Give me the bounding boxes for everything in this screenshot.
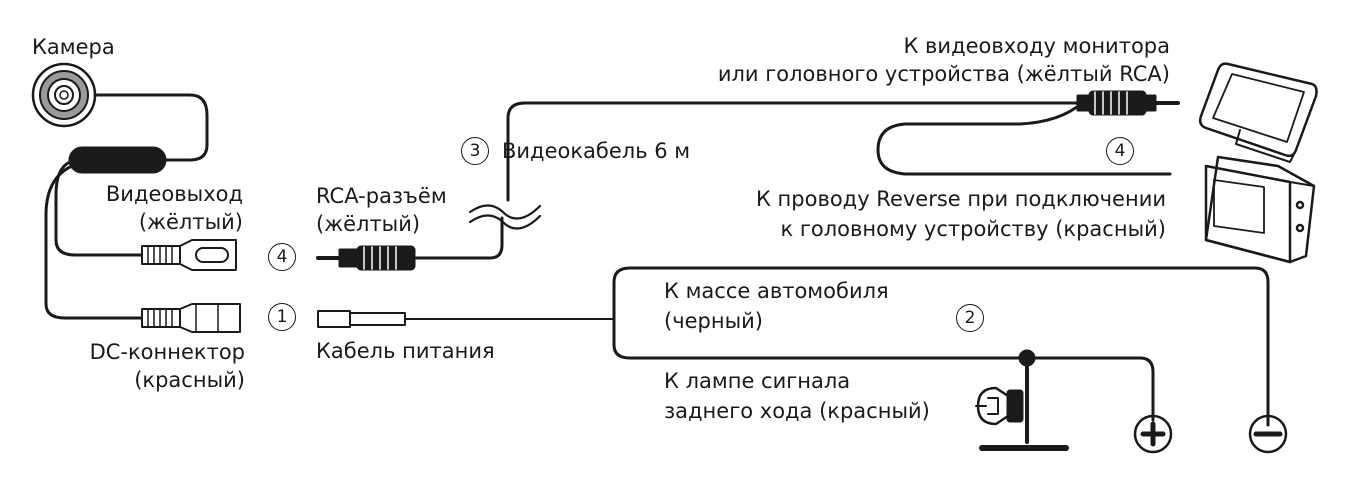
rca-connector-label-line2: (жёлтый) [316,212,421,236]
marker-1: 1 [268,303,296,331]
video-out-cable [54,160,144,257]
dc-connector-label-line2: (красный) [134,368,245,392]
marker-3: 3 [461,137,489,165]
camera-icon [31,62,97,128]
video-cable-label: Видеокабель 6 м [502,139,691,163]
power-cable-label: Кабель питания [316,339,495,363]
to-lamp-label-line2: заднего хода (красный) [664,399,930,423]
camera-cable [93,93,209,162]
lamp-wire [612,317,1155,422]
to-monitor-label-line1: К видеовходу монитора [903,34,1170,58]
monitor-rca-plug [1076,90,1180,116]
minus-terminal-icon [1248,414,1288,454]
marker-4-left: 4 [268,243,296,271]
dc-connector-label-line1: DC-коннектор [89,340,245,364]
dc-connector [141,303,241,333]
power-split-wire [612,266,1270,427]
head-unit-icon [1204,155,1316,264]
marker-2: 2 [956,304,984,332]
to-ground-label-line1: К массе автомобиля [664,279,889,303]
cable-break-mark [468,204,542,230]
to-reverse-label-line1: К проводу Reverse при подключении [755,187,1166,211]
cable-junction [68,146,167,174]
power-plug [317,310,615,328]
to-ground-label-line2: (черный) [664,309,764,333]
reverse-wire [876,101,1172,176]
rca-plug [316,245,416,271]
video-out-label-line1: Видеовыход [105,182,243,206]
video-out-connector [141,239,237,271]
to-monitor-label-line2: или головного устройства (жёлтый RCA) [717,62,1170,86]
dc-cable [44,164,144,320]
marker-4-right: 4 [1106,137,1134,165]
camera-label: Камера [32,35,115,59]
to-lamp-label-line1: К лампе сигнала [664,369,851,393]
lamp-icon [975,349,1069,451]
video-cable [412,101,1082,260]
plus-terminal-icon [1133,414,1173,454]
video-out-label-line2: (жёлтый) [138,210,243,234]
to-reverse-label-line2: к головному устройству (красный) [780,217,1166,241]
monitor-icon [1198,62,1318,163]
rca-connector-label-line1: RCA-разъём [316,184,447,208]
